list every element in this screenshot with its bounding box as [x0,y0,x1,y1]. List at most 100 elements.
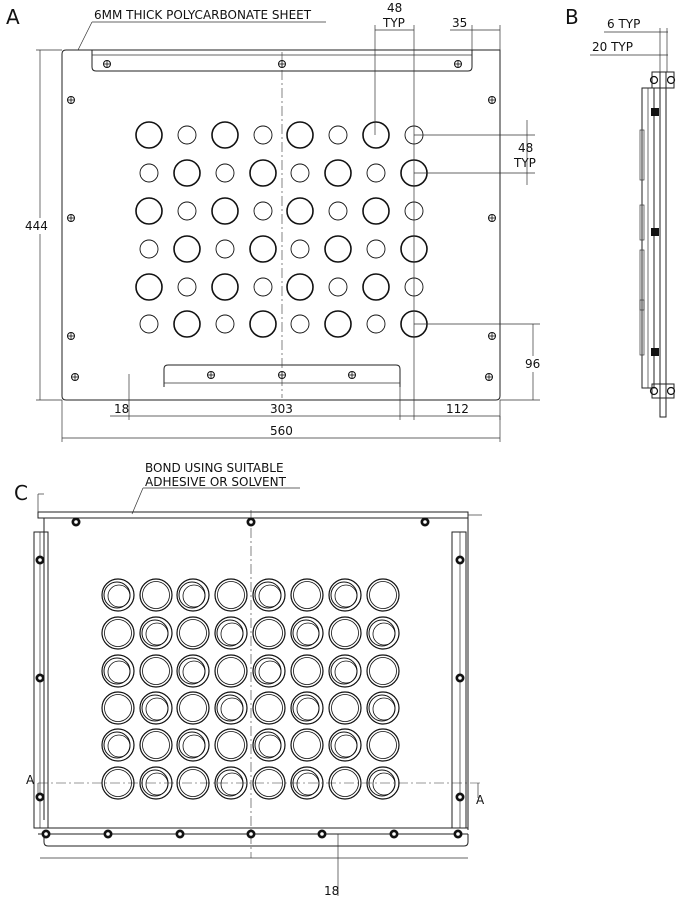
dim-hole-dia-sub: TYP [382,16,405,30]
hole-c-r1c0 [101,616,135,650]
hole-a-r3c4 [290,239,310,259]
hole-c-r2c6 [328,654,362,688]
hole-c-r5c2 [176,766,210,800]
hole-a-r5c2 [215,314,235,334]
side-screw-icon [651,348,659,356]
section-label-left: A [26,773,35,787]
screw-icon [103,60,111,68]
hole-c-r1c6 [328,616,362,650]
hole-c-r1c5 [290,616,324,650]
fastener-icon [666,386,676,396]
hole-a-r1c4 [290,163,310,183]
hole-a-r4c5 [328,277,348,297]
dim-left-offset: 18 [114,402,129,416]
hole-c-r2c4 [252,654,286,688]
hole-c-r2c7 [366,654,400,688]
screw-icon [35,555,45,565]
hole-c-r3c6 [328,691,362,725]
side-spacer [639,129,645,181]
fastener-icon [666,75,676,85]
hole-c-r1c7 [366,616,400,650]
hole-c-r0c0 [101,578,135,612]
hole-a-r2c4 [286,197,314,225]
screw-icon [175,829,185,839]
hole-a-r1c3 [249,159,277,187]
hole-a-r4c2 [211,273,239,301]
screw-icon [246,829,256,839]
hole-a-r2c3 [253,201,273,221]
view-a-label: A [6,5,20,29]
hole-c-r2c0 [101,654,135,688]
hole-c-r1c4 [252,616,286,650]
screw-icon [488,214,496,222]
hole-c-r5c3 [214,766,248,800]
screw-icon [67,96,75,104]
hole-a-r3c5 [324,235,352,263]
hole-c-r5c6 [328,766,362,800]
hole-c-r0c4 [252,578,286,612]
bond-note-leader [131,487,144,515]
hole-c-r1c2 [176,616,210,650]
hole-c-r3c5 [290,691,324,725]
hole-a-r3c1 [173,235,201,263]
screw-icon [35,673,45,683]
hole-c-r5c5 [290,766,324,800]
hole-c-r4c4 [252,728,286,762]
hole-a-r3c6 [366,239,386,259]
dim-bracket: 20 TYP [592,40,633,54]
hole-a-r2c2 [211,197,239,225]
hole-a-r1c6 [366,163,386,183]
screw-icon [246,517,256,527]
fastener-icon [649,75,659,85]
dim-bottom-offset: 96 [525,357,540,371]
screw-icon [317,829,327,839]
hole-a-r0c6 [362,121,390,149]
screw-icon [71,373,79,381]
hole-c-r3c1 [139,691,173,725]
hole-a-r2c1 [177,201,197,221]
screw-icon [71,517,81,527]
hole-a-r0c0 [135,121,163,149]
hole-c-r3c4 [252,691,286,725]
side-screw-icon [651,228,659,236]
hole-a-r4c3 [253,277,273,297]
screw-icon [278,60,286,68]
hole-a-r0c5 [328,125,348,145]
dim-height: 444 [25,219,48,233]
fastener-icon [649,386,659,396]
hole-a-r0c2 [211,121,239,149]
hole-a-r4c0 [135,273,163,301]
view-b-label: B [565,5,579,29]
sheet-note-leader [77,21,93,51]
hole-c-r1c1 [139,616,173,650]
dim-444-mask [24,218,50,234]
dim-thickness: 6 TYP [607,17,640,31]
dim-bottom-c: 18 [324,884,339,897]
dim-right-offset: 112 [446,402,469,416]
hole-c-r4c1 [139,728,173,762]
sheet-side [659,71,667,418]
hole-pattern [135,121,428,338]
hole-c-r4c5 [290,728,324,762]
hole-c-r4c0 [101,728,135,762]
sheet-note: 6MM THICK POLYCARBONATE SHEET [94,8,312,22]
plate-screws [67,60,496,381]
hole-c-r5c4 [252,766,286,800]
screw-icon [67,214,75,222]
hole-c-r0c6 [328,578,362,612]
screw-icon [488,96,496,104]
hole-c-r1c3 [214,616,248,650]
hole-c-r2c1 [139,654,173,688]
hole-a-r3c2 [215,239,235,259]
hole-c-r4c2 [176,728,210,762]
hole-c-r0c1 [139,578,173,612]
view-c: C BOND USING SUITABLE ADHESIVE OR SOLVEN… [14,461,485,897]
screw-icon [485,373,493,381]
hole-a-r4c4 [286,273,314,301]
hole-a-r0c1 [177,125,197,145]
screw-icon [455,792,465,802]
hole-c-r0c3 [214,578,248,612]
screw-icon [389,829,399,839]
side-screw-icon [651,108,659,116]
screw-icon [348,371,356,379]
